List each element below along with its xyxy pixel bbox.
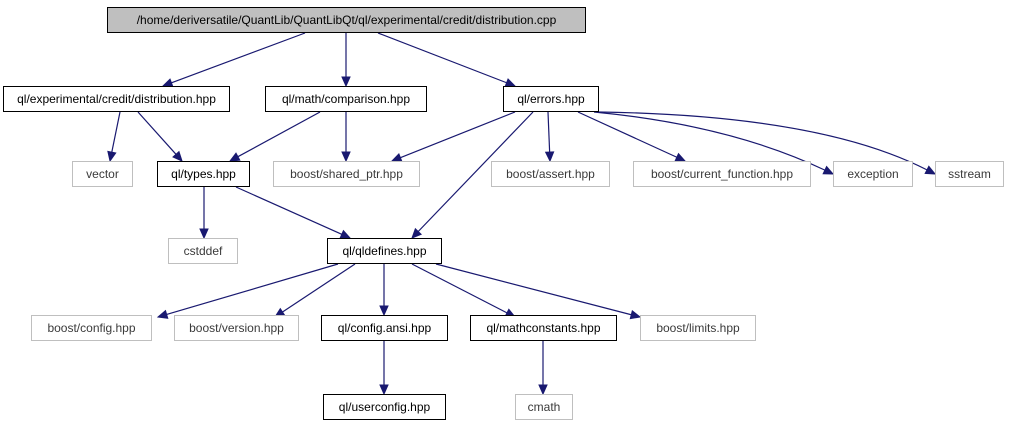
node-root-distribution-cpp: /home/deriversatile/QuantLib/QuantLibQt/… bbox=[107, 7, 586, 33]
node-boost-config-hpp: boost/config.hpp bbox=[31, 315, 152, 341]
edge-root-to-errors_hpp bbox=[377, 32, 507, 84]
arrowhead-errors_hpp-to-sstream bbox=[924, 165, 937, 175]
node-config-ansi-hpp[interactable]: ql/config.ansi.hpp bbox=[321, 315, 448, 341]
arrowhead-distribution_hpp-to-vector bbox=[107, 150, 117, 163]
node-userconfig-hpp[interactable]: ql/userconfig.hpp bbox=[323, 394, 446, 420]
node-qldefines-hpp[interactable]: ql/qldefines.hpp bbox=[327, 238, 442, 264]
edge-errors_hpp-to-exception bbox=[593, 111, 826, 171]
edge-qldefines_hpp-to-mathconstants_hpp bbox=[411, 263, 508, 314]
arrowhead-mathconstants_hpp-to-cmath bbox=[538, 384, 548, 396]
node-comparison-hpp[interactable]: ql/math/comparison.hpp bbox=[265, 86, 427, 112]
arrowhead-errors_hpp-to-qldefines_hpp bbox=[411, 227, 423, 239]
edge-types_hpp-to-qldefines_hpp bbox=[235, 186, 343, 235]
node-boost-limits-hpp: boost/limits.hpp bbox=[640, 315, 756, 341]
arrowhead-types_hpp-to-cstddef bbox=[199, 228, 209, 240]
edge-qldefines_hpp-to-config_hpp bbox=[166, 263, 339, 316]
arrowhead-distribution_hpp-to-types_hpp bbox=[172, 150, 183, 162]
arrowhead-errors_hpp-to-assert_hpp bbox=[544, 151, 555, 163]
node-sstream: sstream bbox=[935, 161, 1004, 187]
edge-errors_hpp-to-assert_hpp bbox=[547, 111, 551, 153]
edge-comparison_hpp-to-types_hpp bbox=[237, 111, 321, 158]
edge-root-to-distribution_hpp bbox=[171, 32, 306, 84]
node-cstddef: cstddef bbox=[168, 238, 238, 264]
edge-errors_hpp-to-qldefines_hpp bbox=[417, 111, 534, 232]
node-shared-ptr-hpp: boost/shared_ptr.hpp bbox=[273, 161, 420, 187]
arrowhead-errors_hpp-to-exception bbox=[822, 165, 835, 175]
arrowhead-comparison_hpp-to-shared_ptr_hpp bbox=[341, 151, 351, 163]
node-distribution-hpp[interactable]: ql/experimental/credit/distribution.hpp bbox=[3, 86, 230, 112]
node-boost-version-hpp: boost/version.hpp bbox=[174, 315, 299, 341]
arrowhead-config_ansi_hpp-to-userconfig_hpp bbox=[379, 384, 389, 396]
node-vector: vector bbox=[72, 161, 133, 187]
node-errors-hpp[interactable]: ql/errors.hpp bbox=[503, 86, 599, 112]
arrowhead-types_hpp-to-qldefines_hpp bbox=[339, 229, 352, 239]
node-cmath: cmath bbox=[515, 394, 573, 420]
node-mathconstants-hpp[interactable]: ql/mathconstants.hpp bbox=[470, 315, 617, 341]
node-assert-hpp: boost/assert.hpp bbox=[491, 161, 610, 187]
arrowhead-comparison_hpp-to-types_hpp bbox=[228, 152, 241, 162]
edge-errors_hpp-to-sstream bbox=[597, 111, 928, 171]
arrowhead-root-to-comparison_hpp bbox=[341, 76, 351, 88]
edge-qldefines_hpp-to-version_hpp bbox=[282, 263, 356, 313]
edge-errors_hpp-to-current_function_hpp bbox=[577, 111, 678, 158]
edge-distribution_hpp-to-types_hpp bbox=[137, 111, 177, 155]
node-exception: exception bbox=[833, 161, 913, 187]
arrowhead-qldefines_hpp-to-config_hpp bbox=[156, 309, 169, 319]
arrowhead-qldefines_hpp-to-config_ansi_hpp bbox=[379, 305, 389, 317]
edge-distribution_hpp-to-vector bbox=[111, 111, 121, 153]
edge-qldefines_hpp-to-limits_hpp bbox=[435, 263, 632, 316]
arrowhead-errors_hpp-to-current_function_hpp bbox=[674, 152, 687, 162]
node-current-function-hpp: boost/current_function.hpp bbox=[633, 161, 811, 187]
arrowhead-qldefines_hpp-to-limits_hpp bbox=[629, 309, 642, 320]
node-types-hpp[interactable]: ql/types.hpp bbox=[157, 161, 250, 187]
edge-errors_hpp-to-shared_ptr_hpp bbox=[400, 111, 516, 159]
